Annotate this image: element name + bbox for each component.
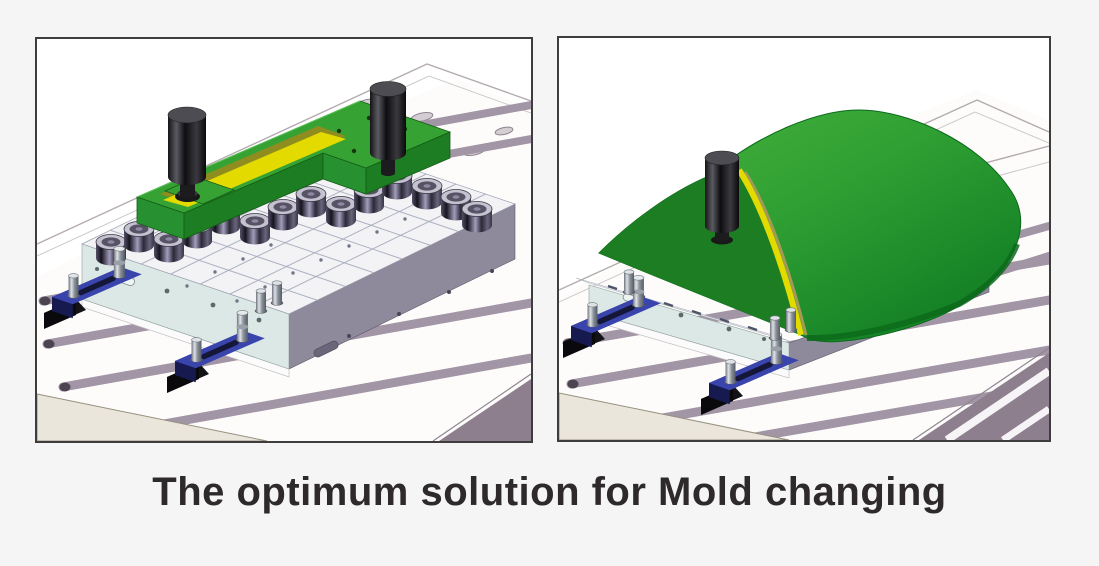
- panel-after: [557, 36, 1051, 442]
- clamp-knob-left: [167, 106, 207, 202]
- table-corner-shadow: [432, 373, 531, 441]
- table-front-edge: [559, 392, 790, 440]
- mold-lower-edge: [806, 242, 1020, 342]
- panel-before: [35, 37, 533, 443]
- clamp-knob-right: [369, 81, 407, 176]
- right-face-holes: [347, 269, 494, 338]
- table-front-edge: [37, 393, 268, 441]
- front-face-holes: [678, 312, 766, 341]
- mold-edge-band: [743, 171, 808, 336]
- mold-shaded-face: [599, 168, 799, 334]
- right-face-slot-hole: [313, 340, 339, 358]
- table-corner-shadow: [912, 347, 1049, 440]
- clamp-knob: [704, 150, 740, 245]
- after-illustration: [559, 38, 1049, 440]
- caption-text: The optimum solution for Mold changing: [152, 470, 947, 514]
- before-illustration: [37, 39, 531, 441]
- front-face-holes: [95, 267, 262, 323]
